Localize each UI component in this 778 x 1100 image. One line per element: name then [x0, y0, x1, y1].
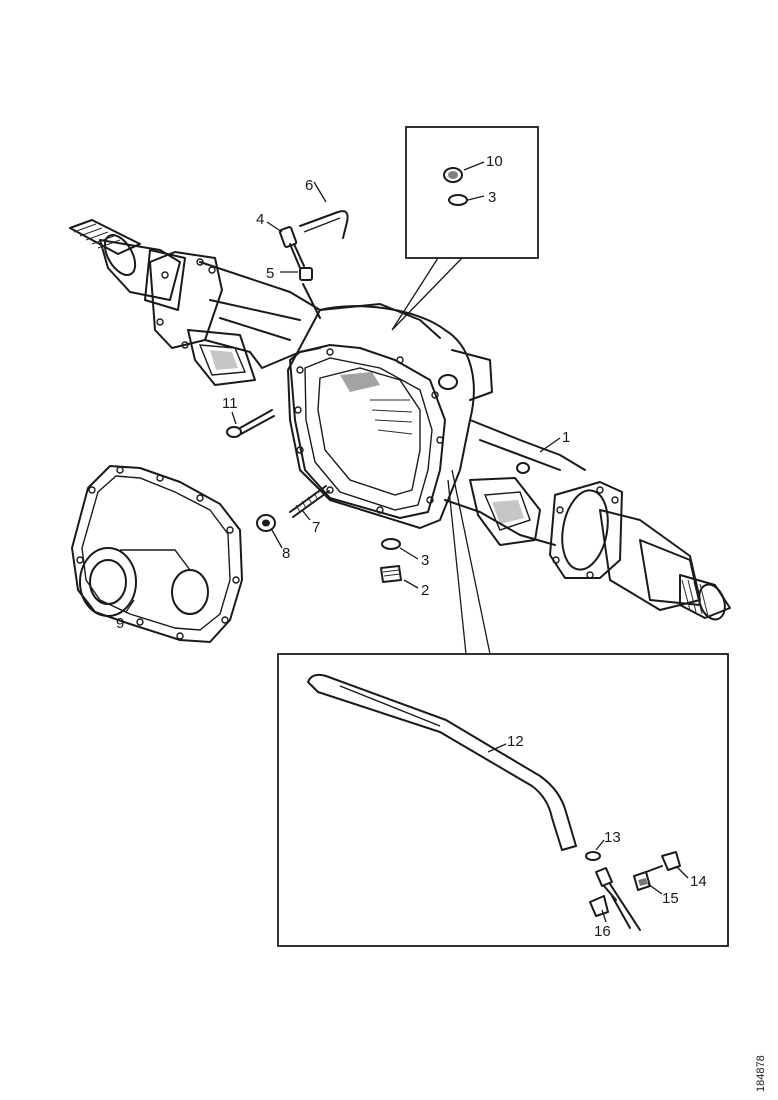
- callout-9: 9: [116, 615, 124, 632]
- left-spring-seat: [187, 329, 256, 386]
- nut: [256, 514, 276, 532]
- callout-5: 5: [266, 265, 274, 282]
- right-hub-flange: [549, 481, 623, 579]
- differential-bowl: [287, 305, 493, 529]
- clip: [633, 871, 651, 891]
- right-spring-seat: [469, 462, 541, 546]
- breather-adaptor: [299, 267, 313, 281]
- banjo-bolt: [645, 851, 681, 873]
- callout-14: 14: [690, 873, 707, 890]
- filler-plug: [443, 167, 463, 183]
- axle-housing: [69, 219, 731, 621]
- callout-16: 16: [594, 923, 611, 940]
- callout-15: 15: [662, 890, 679, 907]
- inset-frame-top: [391, 126, 539, 331]
- stud: [289, 485, 330, 518]
- callout-10: 10: [486, 153, 503, 170]
- sealing-washer-top: [448, 194, 468, 206]
- callout-11: 11: [222, 395, 238, 412]
- sealing-washer: [381, 538, 401, 550]
- left-axle-shaft: [69, 219, 186, 311]
- pipe-fitting: [589, 867, 641, 931]
- callout-6: 6: [305, 177, 313, 194]
- callout-13: 13: [604, 829, 621, 846]
- right-axle-shaft: [599, 509, 731, 621]
- differential-cover: [71, 465, 243, 643]
- drain-plug: [380, 565, 402, 583]
- drawing-code: 184878: [755, 1055, 767, 1092]
- inset-frame-bottom: [277, 469, 729, 947]
- o-ring: [585, 851, 601, 861]
- callout-3-lower: 3: [421, 552, 429, 569]
- vent-pipe: [307, 673, 577, 851]
- breather-pipe: [299, 210, 349, 239]
- callout-8: 8: [282, 545, 290, 562]
- callout-3-inset: 3: [488, 189, 496, 206]
- bolt: [226, 409, 275, 438]
- callout-12: 12: [507, 733, 524, 750]
- callout-1: 1: [562, 429, 570, 446]
- callout-7: 7: [312, 519, 320, 536]
- breather-valve: [278, 226, 305, 269]
- callout-2: 2: [421, 582, 429, 599]
- leader-lines: [125, 161, 689, 923]
- callout-4: 4: [256, 211, 264, 228]
